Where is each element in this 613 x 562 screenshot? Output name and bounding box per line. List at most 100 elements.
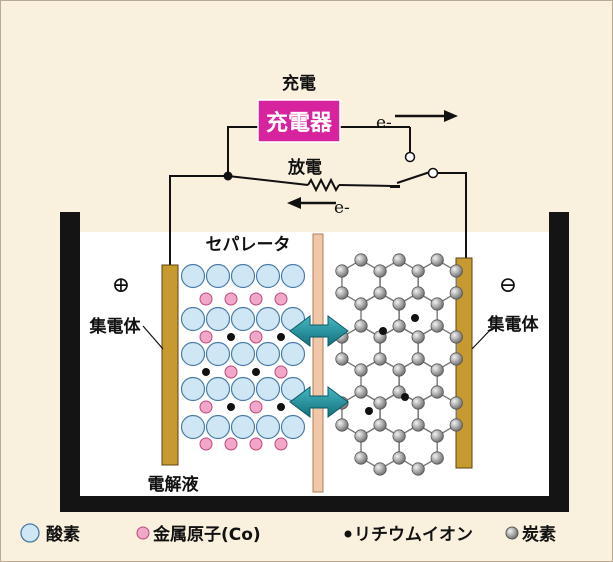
lithium-ion bbox=[227, 333, 235, 341]
carbon-atom bbox=[411, 352, 425, 366]
electrolyte-label: 電解液 bbox=[148, 474, 199, 495]
oxygen-atom bbox=[230, 341, 256, 367]
oxygen-atom bbox=[255, 306, 281, 332]
carbon-atom bbox=[411, 286, 425, 300]
oxygen-atom bbox=[180, 263, 206, 289]
carbon-atom bbox=[430, 429, 444, 443]
carbon-atom bbox=[392, 297, 406, 311]
metal-atom bbox=[274, 365, 288, 379]
wire-junction bbox=[223, 171, 233, 181]
collector-right-leader bbox=[471, 327, 493, 350]
anode-graphene bbox=[335, 253, 463, 476]
metal-atom bbox=[274, 437, 288, 451]
oxygen-atom bbox=[280, 263, 306, 289]
charge-label: 充電 bbox=[282, 73, 316, 94]
metal-atom bbox=[249, 400, 263, 414]
oxygen-atom bbox=[180, 414, 206, 440]
switch-pivot bbox=[390, 185, 400, 188]
separator-label: セパレータ bbox=[206, 235, 291, 255]
electron-label-charge: e- bbox=[376, 113, 392, 133]
carbon-atom bbox=[392, 363, 406, 377]
carbon-atom bbox=[392, 253, 406, 267]
metal-atom bbox=[249, 330, 263, 344]
oxygen-atom bbox=[230, 376, 256, 402]
carbon-atom bbox=[354, 385, 368, 399]
carbon-atom bbox=[392, 451, 406, 465]
oxygen-atom bbox=[255, 263, 281, 289]
metal-atom bbox=[224, 365, 238, 379]
legend: 酸素 金属原子(Co) リチウムイオン 炭素 bbox=[20, 523, 556, 545]
carbon-atom bbox=[449, 330, 463, 344]
carbon-atom bbox=[449, 264, 463, 278]
oxygen-atom bbox=[205, 414, 231, 440]
oxygen-atom bbox=[180, 376, 206, 402]
carbon-atom bbox=[335, 418, 349, 432]
carbon-atom bbox=[335, 352, 349, 366]
oxygen-atom bbox=[230, 414, 256, 440]
carbon-atom bbox=[392, 319, 406, 333]
metal-atom bbox=[224, 437, 238, 451]
carbon-atom bbox=[354, 253, 368, 267]
carbon-atom bbox=[411, 418, 425, 432]
oxygen-atom bbox=[230, 306, 256, 332]
carbon-atom bbox=[411, 264, 425, 278]
container-left-wall bbox=[60, 212, 80, 504]
carbon-atom bbox=[411, 396, 425, 410]
carbon-atom bbox=[411, 462, 425, 476]
carbon-atom bbox=[430, 319, 444, 333]
carbon-atom bbox=[373, 352, 387, 366]
legend-oxygen-label: 酸素 bbox=[46, 524, 80, 545]
switch-terminal-right bbox=[427, 167, 439, 179]
carbon-atom bbox=[449, 352, 463, 366]
lithium-ion bbox=[227, 403, 235, 411]
metal-atom bbox=[199, 437, 213, 451]
separator bbox=[312, 233, 324, 493]
oxygen-atom bbox=[255, 414, 281, 440]
carbon-atom bbox=[430, 385, 444, 399]
oxygen-atom bbox=[180, 341, 206, 367]
legend-lithium-label: リチウムイオン bbox=[354, 525, 473, 545]
carbon-atom bbox=[335, 286, 349, 300]
carbon-atom bbox=[449, 286, 463, 300]
metal-atom bbox=[274, 292, 288, 306]
oxygen-atom bbox=[205, 341, 231, 367]
oxygen-atom bbox=[255, 376, 281, 402]
carbon-atom bbox=[373, 396, 387, 410]
ion-flow-arrow-upper bbox=[289, 315, 349, 347]
switch-terminal-top bbox=[404, 151, 416, 163]
collector-positive bbox=[161, 264, 179, 466]
discharge-arrowhead bbox=[287, 197, 301, 209]
container-right-wall bbox=[549, 212, 569, 504]
oxygen-atom bbox=[180, 306, 206, 332]
oxygen-atom bbox=[280, 341, 306, 367]
carbon-atom bbox=[354, 429, 368, 443]
legend-carbon-swatch bbox=[505, 526, 519, 540]
carbon-atom bbox=[354, 319, 368, 333]
circuit-wires bbox=[169, 126, 467, 265]
lithium-ion bbox=[277, 333, 285, 341]
oxygen-atom bbox=[255, 341, 281, 367]
carbon-atom bbox=[354, 363, 368, 377]
oxygen-atom bbox=[280, 414, 306, 440]
collector-right-label: 集電体 bbox=[487, 314, 540, 335]
carbon-atom bbox=[373, 286, 387, 300]
carbon-atom bbox=[449, 418, 463, 432]
container-bottom bbox=[60, 496, 569, 512]
carbon-atom bbox=[335, 264, 349, 278]
oxygen-atom bbox=[205, 306, 231, 332]
charger-box bbox=[257, 99, 341, 143]
legend-oxygen-swatch bbox=[20, 523, 40, 543]
ion-flow-arrow-lower bbox=[289, 386, 349, 418]
oxygen-atom bbox=[230, 263, 256, 289]
carbon-atom bbox=[373, 462, 387, 476]
carbon-atom bbox=[373, 264, 387, 278]
positive-symbol: ⊕ bbox=[112, 273, 130, 298]
metal-atom bbox=[199, 292, 213, 306]
carbon-atom bbox=[430, 253, 444, 267]
metal-atom bbox=[199, 330, 213, 344]
carbon-atom bbox=[430, 451, 444, 465]
lithium-ion bbox=[252, 368, 260, 376]
discharge-label: 放電 bbox=[287, 157, 322, 178]
carbon-atom bbox=[392, 429, 406, 443]
negative-symbol: ⊖ bbox=[499, 273, 517, 298]
